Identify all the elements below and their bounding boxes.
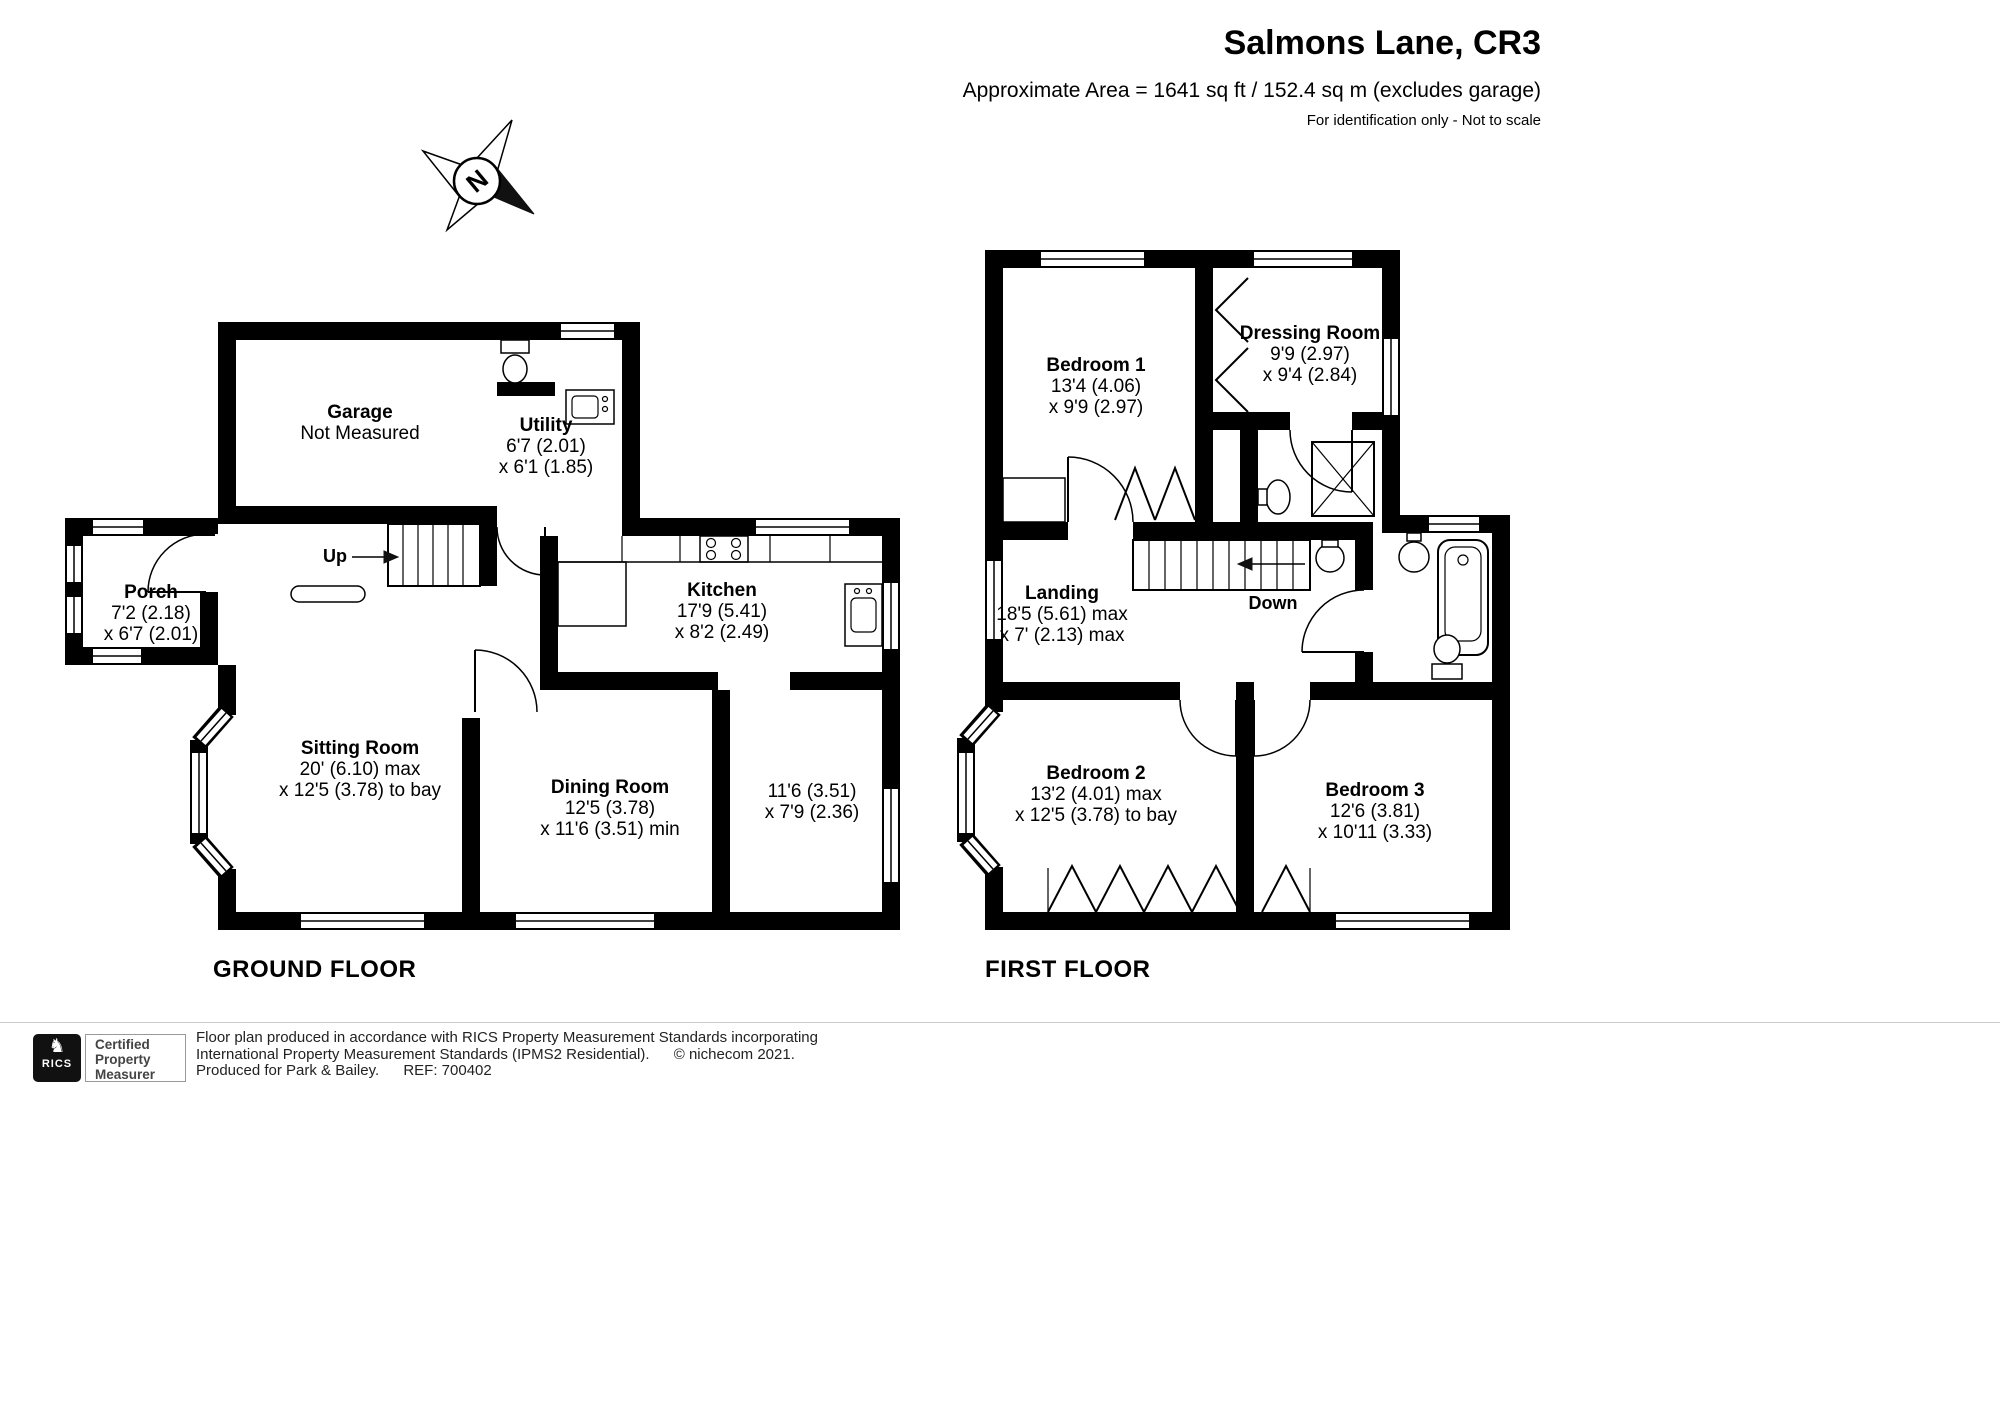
copyright: © nichecom 2021. xyxy=(673,1045,795,1063)
utility-sink-icon xyxy=(565,389,615,425)
landing-basin-icon xyxy=(1315,539,1345,573)
room-label-garage: Garage Not Measured xyxy=(300,402,419,444)
peninsula-unit xyxy=(557,561,627,627)
room-dim: 11'6 (3.51) xyxy=(767,781,857,802)
room-dim: 17'9 (5.41) xyxy=(676,601,768,622)
room-dim: 13'4 (4.06) xyxy=(1050,376,1142,397)
page-title: Salmons Lane, CR3 xyxy=(1223,24,1541,62)
scale-note: For identification only - Not to scale xyxy=(1306,112,1541,129)
wardrobe-doors xyxy=(1002,277,1311,913)
footer-divider xyxy=(0,1022,2000,1023)
stairs-up xyxy=(290,523,481,603)
rics-lion-icon: ♞ xyxy=(48,1036,66,1057)
room-dim: x 12'5 (3.78) to bay xyxy=(1014,805,1178,826)
room-name: Sitting Room xyxy=(300,738,420,759)
shower-icon xyxy=(1311,441,1375,517)
room-label-bedroom1: Bedroom 1 13'4 (4.06) x 9'9 (2.97) xyxy=(1046,355,1145,418)
room-label-bedroom3: Bedroom 3 12'6 (3.81) x 10'11 (3.33) xyxy=(1318,780,1432,843)
room-name: Utility xyxy=(519,415,573,436)
stairs-down-label: Down xyxy=(1248,593,1298,613)
room-dim: x 7'9 (2.36) xyxy=(764,802,860,823)
first-windows xyxy=(957,250,1481,930)
ground-floor-title: GROUND FLOOR xyxy=(213,956,417,983)
produced-for: Produced for Park & Bailey. xyxy=(196,1062,380,1079)
bathroom-basin-icon xyxy=(1398,532,1430,573)
room-dim: 7'2 (2.18) xyxy=(111,603,191,624)
room-dim: x 8'2 (2.49) xyxy=(674,622,770,643)
room-dim: 9'9 (2.97) xyxy=(1270,344,1350,365)
stairs-up-label: Up xyxy=(323,546,347,566)
up-arrow-icon xyxy=(383,550,400,564)
room-label-bedroom2: Bedroom 2 13'2 (4.01) max x 12'5 (3.78) … xyxy=(1015,763,1177,826)
ensuite-basin-icon xyxy=(1257,479,1291,515)
disclaimer: Floor plan produced in accordance with R… xyxy=(196,1029,818,1080)
badge-line: Property xyxy=(95,1052,151,1067)
room-label-porch: Porch 7'2 (2.18) x 6'7 (2.01) xyxy=(104,582,198,645)
room-dim: 20' (6.10) max xyxy=(299,759,421,780)
disclaimer-line3: Produced for Park & Bailey. REF: 700402 xyxy=(196,1062,818,1080)
room-name: Landing xyxy=(1025,583,1099,604)
room-dim: x 9'9 (2.97) xyxy=(1048,397,1144,418)
room-label-sitting-room: Sitting Room 20' (6.10) max x 12'5 (3.78… xyxy=(279,738,441,801)
room-dim: x 6'1 (1.85) xyxy=(498,457,594,478)
room-dim: 12'6 (3.81) xyxy=(1329,801,1421,822)
bath-icon xyxy=(1437,539,1489,656)
toilet-icon xyxy=(500,339,530,384)
area-subtitle: Approximate Area = 1641 sq ft / 152.4 sq… xyxy=(962,79,1541,102)
room-label-breakfast-area: 11'6 (3.51) x 7'9 (2.36) xyxy=(765,781,859,823)
room-dim: x 6'7 (2.01) xyxy=(103,624,199,645)
badge-line: Measurer xyxy=(95,1067,156,1082)
room-dim: x 12'5 (3.78) to bay xyxy=(278,780,442,801)
certified-measurer-badge: Certified Property Measurer xyxy=(85,1034,186,1082)
room-label-landing: Landing 18'5 (5.61) max x 7' (2.13) max xyxy=(996,583,1127,646)
badge-line: Certified xyxy=(95,1037,150,1052)
room-dim: 12'5 (3.78) xyxy=(564,798,656,819)
room-dim: 6'7 (2.01) xyxy=(506,436,586,457)
header: Salmons Lane, CR3 Approximate Area = 164… xyxy=(963,24,1541,129)
room-label-dining-room: Dining Room 12'5 (3.78) x 11'6 (3.51) mi… xyxy=(540,777,680,840)
first-floor-title: FIRST FLOOR xyxy=(985,956,1151,983)
room-dim: x 7' (2.13) max xyxy=(999,625,1125,646)
compass-rose: N xyxy=(420,119,535,233)
ground-floor-plan xyxy=(65,322,900,930)
room-dim: 13'2 (4.01) max xyxy=(1030,784,1162,805)
room-name: Dining Room xyxy=(550,777,670,798)
cupboard xyxy=(1002,477,1066,523)
room-label-kitchen: Kitchen 17'9 (5.41) x 8'2 (2.49) xyxy=(675,580,769,643)
room-dim: 18'5 (5.61) max xyxy=(996,604,1128,625)
stairs-down xyxy=(1132,539,1311,591)
rics-logo: ♞ RICS xyxy=(33,1034,81,1082)
disclaimer-line1: Floor plan produced in accordance with R… xyxy=(196,1029,818,1046)
kitchen-units xyxy=(557,535,883,647)
ground-windows xyxy=(65,322,900,930)
room-dim: x 11'6 (3.51) min xyxy=(540,819,680,840)
ground-doors xyxy=(147,526,546,713)
hob-icon xyxy=(699,535,749,563)
room-name: Dressing Room xyxy=(1239,323,1381,344)
bathroom-toilet-icon xyxy=(1431,634,1463,680)
kitchen-sink-icon xyxy=(844,583,883,647)
room-label-dressing-room: Dressing Room 9'9 (2.97) x 9'4 (2.84) xyxy=(1240,323,1380,386)
room-label-utility: Utility 6'7 (2.01) x 6'1 (1.85) xyxy=(499,415,593,478)
down-arrow-icon xyxy=(1236,557,1253,571)
room-name: Garage xyxy=(327,402,393,423)
first-floor-plan xyxy=(957,250,1510,930)
disclaimer-ipms: International Property Measurement Stand… xyxy=(196,1045,650,1063)
room-name: Kitchen xyxy=(687,580,757,601)
first-doors xyxy=(1067,429,1365,757)
room-dim: x 10'11 (3.33) xyxy=(1317,822,1433,843)
room-name: Porch xyxy=(124,582,178,603)
reference-number: REF: 700402 xyxy=(403,1062,492,1079)
room-dim: x 9'4 (2.84) xyxy=(1262,365,1358,386)
room-name: Bedroom 3 xyxy=(1325,780,1425,801)
room-name: Bedroom 1 xyxy=(1046,355,1146,376)
rics-brand: RICS xyxy=(41,1058,73,1070)
disclaimer-line2: International Property Measurement Stand… xyxy=(196,1045,818,1064)
room-dim: Not Measured xyxy=(300,423,420,444)
room-name: Bedroom 2 xyxy=(1046,763,1146,784)
